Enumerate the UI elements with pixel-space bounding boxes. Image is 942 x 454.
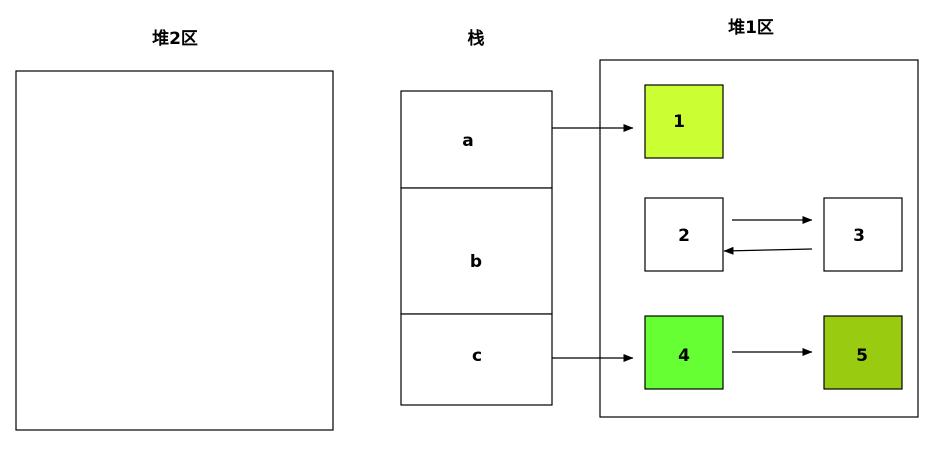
object-label-4: 4 <box>678 346 690 366</box>
object-box-1 <box>644 84 724 159</box>
heap2-title: 堆2区 <box>152 28 198 49</box>
heap1-object-2: 2 <box>644 197 724 272</box>
object-box-3 <box>823 197 903 272</box>
heap1-object-3: 3 <box>823 197 903 272</box>
object-label-1: 1 <box>673 112 685 132</box>
stack-cell-b <box>400 187 553 315</box>
object-box-4 <box>644 315 724 390</box>
heap2-region <box>15 70 334 431</box>
stack-cell-c <box>400 313 553 406</box>
stack-cell-a <box>400 90 553 189</box>
object-label-3: 3 <box>853 226 865 246</box>
arrow-3-to-2 <box>723 246 813 255</box>
heap1-object-5: 5 <box>823 315 903 390</box>
stack-label-b: b <box>470 252 482 272</box>
object-label-2: 2 <box>678 226 690 246</box>
stack-label-a: a <box>462 131 473 151</box>
object-label-5: 5 <box>856 346 868 366</box>
heap1-object-1: 1 <box>644 84 724 159</box>
heap1-object-4: 4 <box>644 315 724 390</box>
stack-label-c: c <box>472 346 482 366</box>
stack-title: 栈 <box>468 28 485 49</box>
heap1-title: 堆1区 <box>728 17 774 38</box>
stack-frame: a b c <box>400 90 553 406</box>
object-box-2 <box>644 197 724 272</box>
object-box-5 <box>823 315 903 390</box>
